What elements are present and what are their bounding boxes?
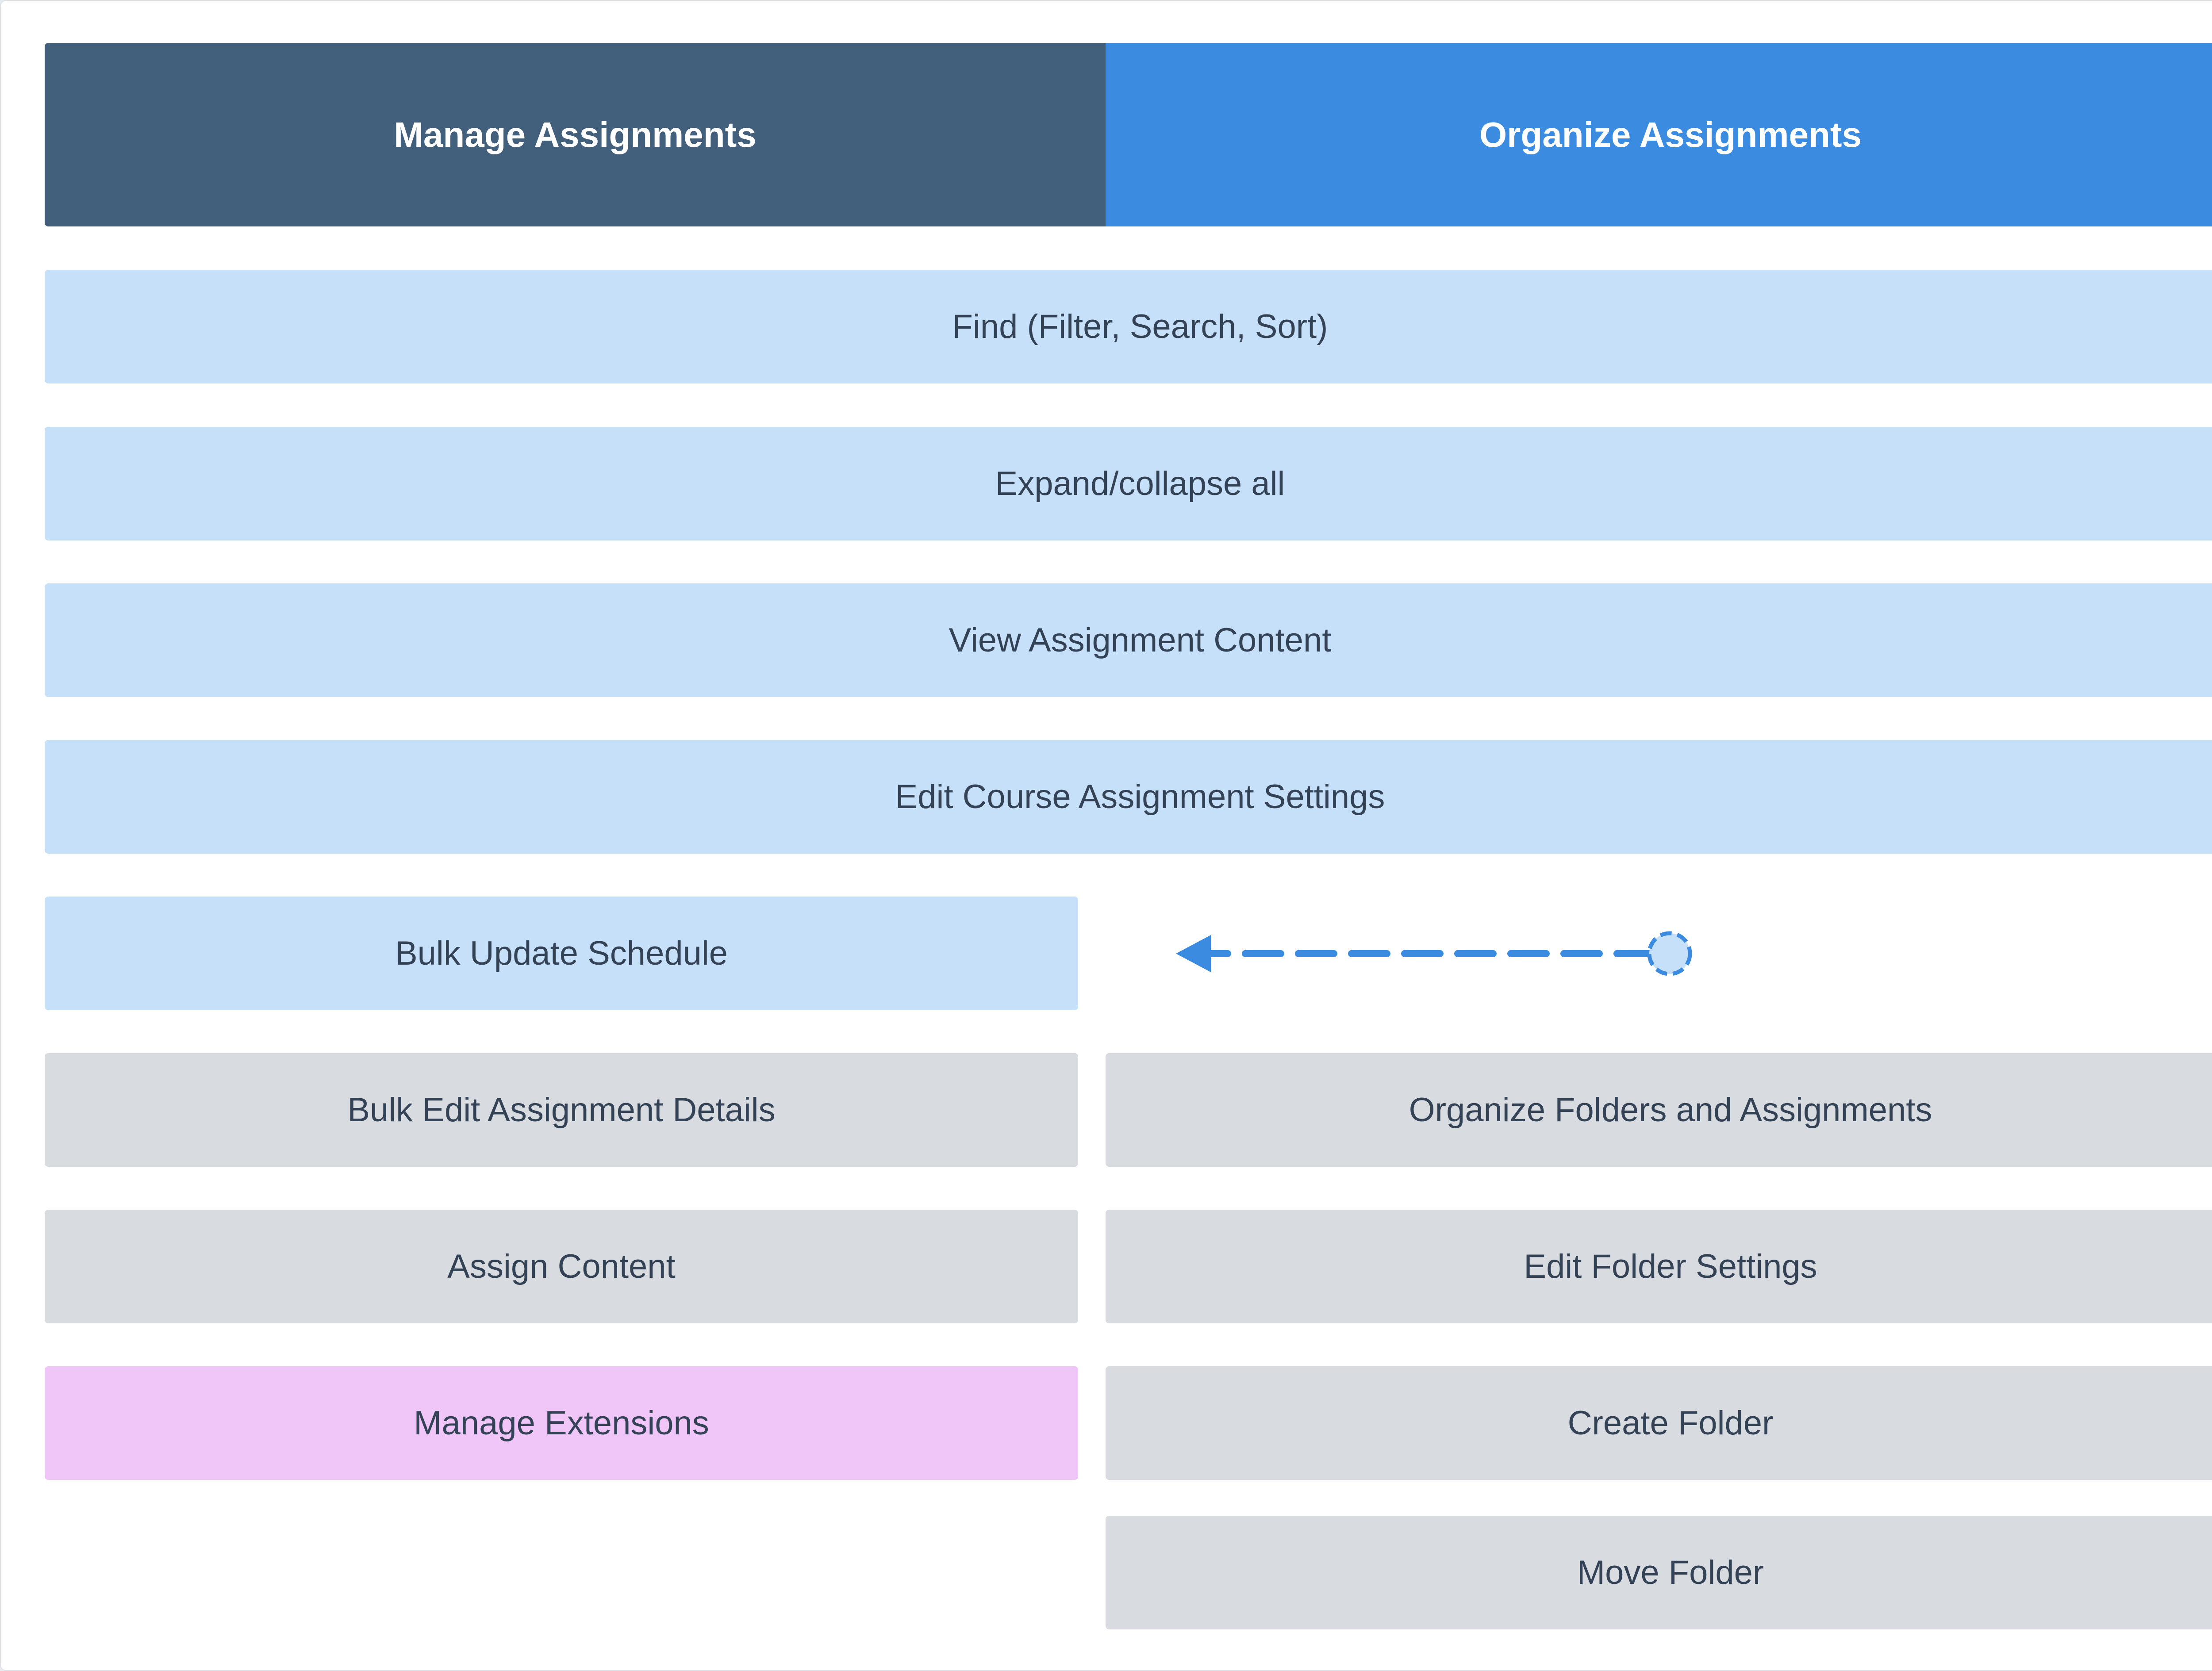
- edit-course-assignment-settings-label: Edit Course Assignment Settings: [895, 778, 1385, 816]
- view-assignment-content-box: View Assignment Content: [45, 583, 2212, 697]
- expand-collapse-box: Expand/collapse all: [45, 427, 2212, 540]
- bulk-edit-assignment-details-label: Bulk Edit Assignment Details: [347, 1091, 776, 1129]
- bulk-update-schedule-box: Bulk Update Schedule: [45, 897, 1078, 1010]
- create-folder-label: Create Folder: [1567, 1404, 1774, 1442]
- manage-assignments-label: Manage Assignments: [394, 115, 757, 154]
- find-label: Find (Filter, Search, Sort): [952, 308, 1328, 345]
- organize-folders-and-assignments-label: Organize Folders and Assignments: [1409, 1091, 1932, 1129]
- edit-folder-settings-label: Edit Folder Settings: [1524, 1248, 1817, 1285]
- bulk-update-schedule-label: Bulk Update Schedule: [395, 935, 728, 972]
- move-folder-label: Move Folder: [1577, 1554, 1764, 1591]
- edit-course-assignment-settings-box: Edit Course Assignment Settings: [45, 740, 2212, 854]
- find-box: Find (Filter, Search, Sort): [45, 270, 2212, 383]
- organize-folders-and-assignments-box: Organize Folders and Assignments: [1106, 1053, 2212, 1167]
- create-folder-box: Create Folder: [1106, 1366, 2212, 1480]
- manage-assignments-header: Manage Assignments: [45, 43, 1106, 226]
- bulk-edit-assignment-details-box: Bulk Edit Assignment Details: [45, 1053, 1078, 1167]
- organize-assignments-header: Organize Assignments: [1106, 43, 2212, 226]
- move-folder-box: Move Folder: [1106, 1516, 2212, 1629]
- manage-extensions-box: Manage Extensions: [45, 1366, 1078, 1480]
- edit-folder-settings-box: Edit Folder Settings: [1106, 1210, 2212, 1323]
- expand-collapse-label: Expand/collapse all: [995, 465, 1285, 502]
- arrow-left-icon: [1176, 935, 1211, 972]
- assign-content-box: Assign Content: [45, 1210, 1078, 1323]
- connector-origin-dot: [1647, 931, 1692, 976]
- view-assignment-content-label: View Assignment Content: [949, 621, 1332, 659]
- assign-content-label: Assign Content: [447, 1248, 676, 1285]
- manage-extensions-label: Manage Extensions: [414, 1404, 709, 1442]
- organize-assignments-label: Organize Assignments: [1479, 115, 1862, 154]
